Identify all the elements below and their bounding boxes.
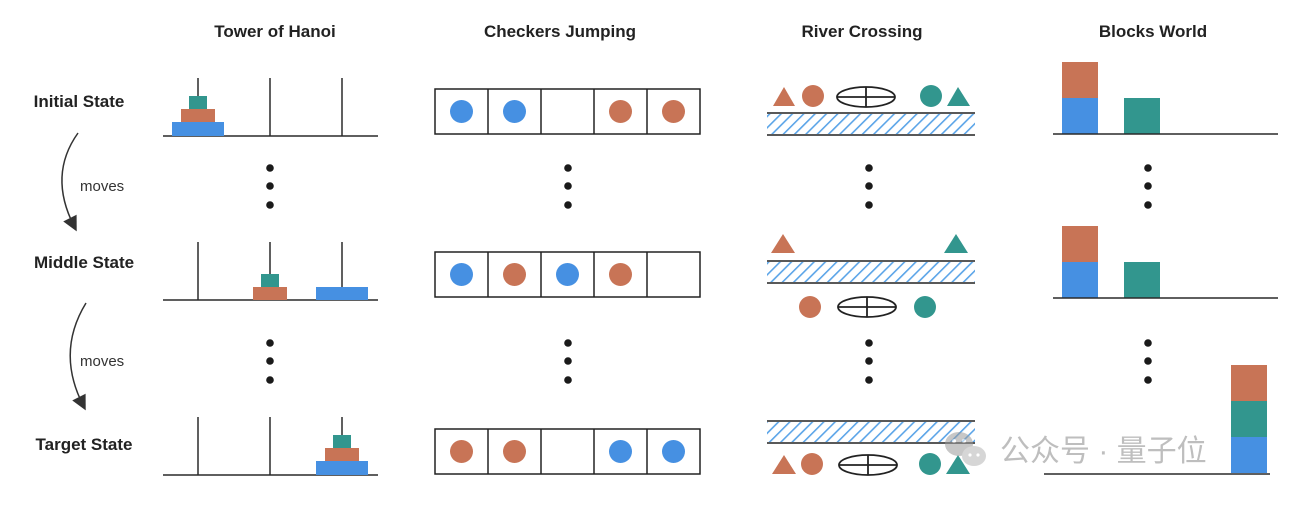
blocks-middle <box>1053 226 1278 299</box>
moves-label-2: moves <box>80 353 124 370</box>
moves-arrow-1 <box>61 132 79 232</box>
checkers-target <box>434 428 701 475</box>
orange-checker <box>503 263 526 286</box>
river-initial <box>767 85 975 136</box>
orange-checker <box>609 263 632 286</box>
hanoi-disk-small <box>333 435 351 448</box>
orange-block <box>1062 226 1098 262</box>
column-title-river: River Crossing <box>802 22 923 41</box>
hanoi-disk-large <box>172 122 224 136</box>
checkers-middle <box>434 251 701 298</box>
blue-block <box>1062 98 1098 134</box>
orange-triangle <box>772 455 796 474</box>
teal-triangle <box>946 455 970 474</box>
orange-circle <box>802 85 824 107</box>
blue-block <box>1062 262 1098 298</box>
moves-label-1: moves <box>80 178 124 195</box>
watermark: 公众号 · 量子位 <box>945 432 1207 468</box>
orange-circle <box>801 453 823 475</box>
teal-triangle <box>944 234 968 253</box>
blue-block <box>1231 437 1267 473</box>
hanoi-disk-small <box>189 96 207 109</box>
orange-checker <box>503 440 526 463</box>
orange-triangle <box>771 234 795 253</box>
orange-block <box>1231 365 1267 401</box>
row-label-initial: Initial State <box>34 92 125 111</box>
column-title-checkers: Checkers Jumping <box>484 22 636 41</box>
river-water <box>767 422 975 442</box>
river-target <box>767 420 975 476</box>
river-water <box>767 262 975 282</box>
column-title-blocks: Blocks World <box>1099 22 1207 41</box>
ellipsis-dots <box>266 164 1152 384</box>
teal-triangle <box>947 87 970 106</box>
hanoi-middle <box>163 242 378 301</box>
hanoi-disk-medium <box>181 109 215 122</box>
orange-checker <box>609 100 632 123</box>
teal-circle <box>920 85 942 107</box>
orange-checker <box>662 100 685 123</box>
blue-checker <box>503 100 526 123</box>
teal-circle <box>919 453 941 475</box>
row-label-middle: Middle State <box>34 253 134 272</box>
teal-block <box>1124 262 1160 298</box>
hanoi-disk-medium <box>325 448 359 461</box>
blue-checker <box>556 263 579 286</box>
blocks-target <box>1044 365 1270 475</box>
blue-checker <box>662 440 685 463</box>
river-middle <box>767 234 975 318</box>
checkers-board <box>434 88 701 135</box>
hanoi-initial <box>163 78 378 137</box>
hanoi-disk-large <box>316 461 368 475</box>
river-water <box>767 114 975 134</box>
blue-checker <box>450 263 473 286</box>
blue-checker <box>450 100 473 123</box>
orange-block <box>1062 62 1098 98</box>
teal-block <box>1231 401 1267 437</box>
row-label-target: Target State <box>36 435 133 454</box>
hanoi-disk-medium <box>253 287 287 300</box>
blocks-initial <box>1053 62 1278 135</box>
teal-block <box>1124 98 1160 134</box>
hanoi-target <box>163 417 378 476</box>
hanoi-disk-small <box>261 274 279 287</box>
wechat-icon <box>945 432 986 466</box>
orange-circle <box>799 296 821 318</box>
moves-arrow-2 <box>69 302 87 411</box>
checkers-board <box>434 428 701 475</box>
teal-circle <box>914 296 936 318</box>
column-title-hanoi: Tower of Hanoi <box>214 22 336 41</box>
checkers-initial <box>434 88 701 135</box>
orange-triangle <box>773 87 795 106</box>
blue-checker <box>609 440 632 463</box>
orange-checker <box>450 440 473 463</box>
hanoi-disk-large <box>316 287 368 300</box>
watermark-text: 公众号 · 量子位 <box>1000 435 1207 468</box>
